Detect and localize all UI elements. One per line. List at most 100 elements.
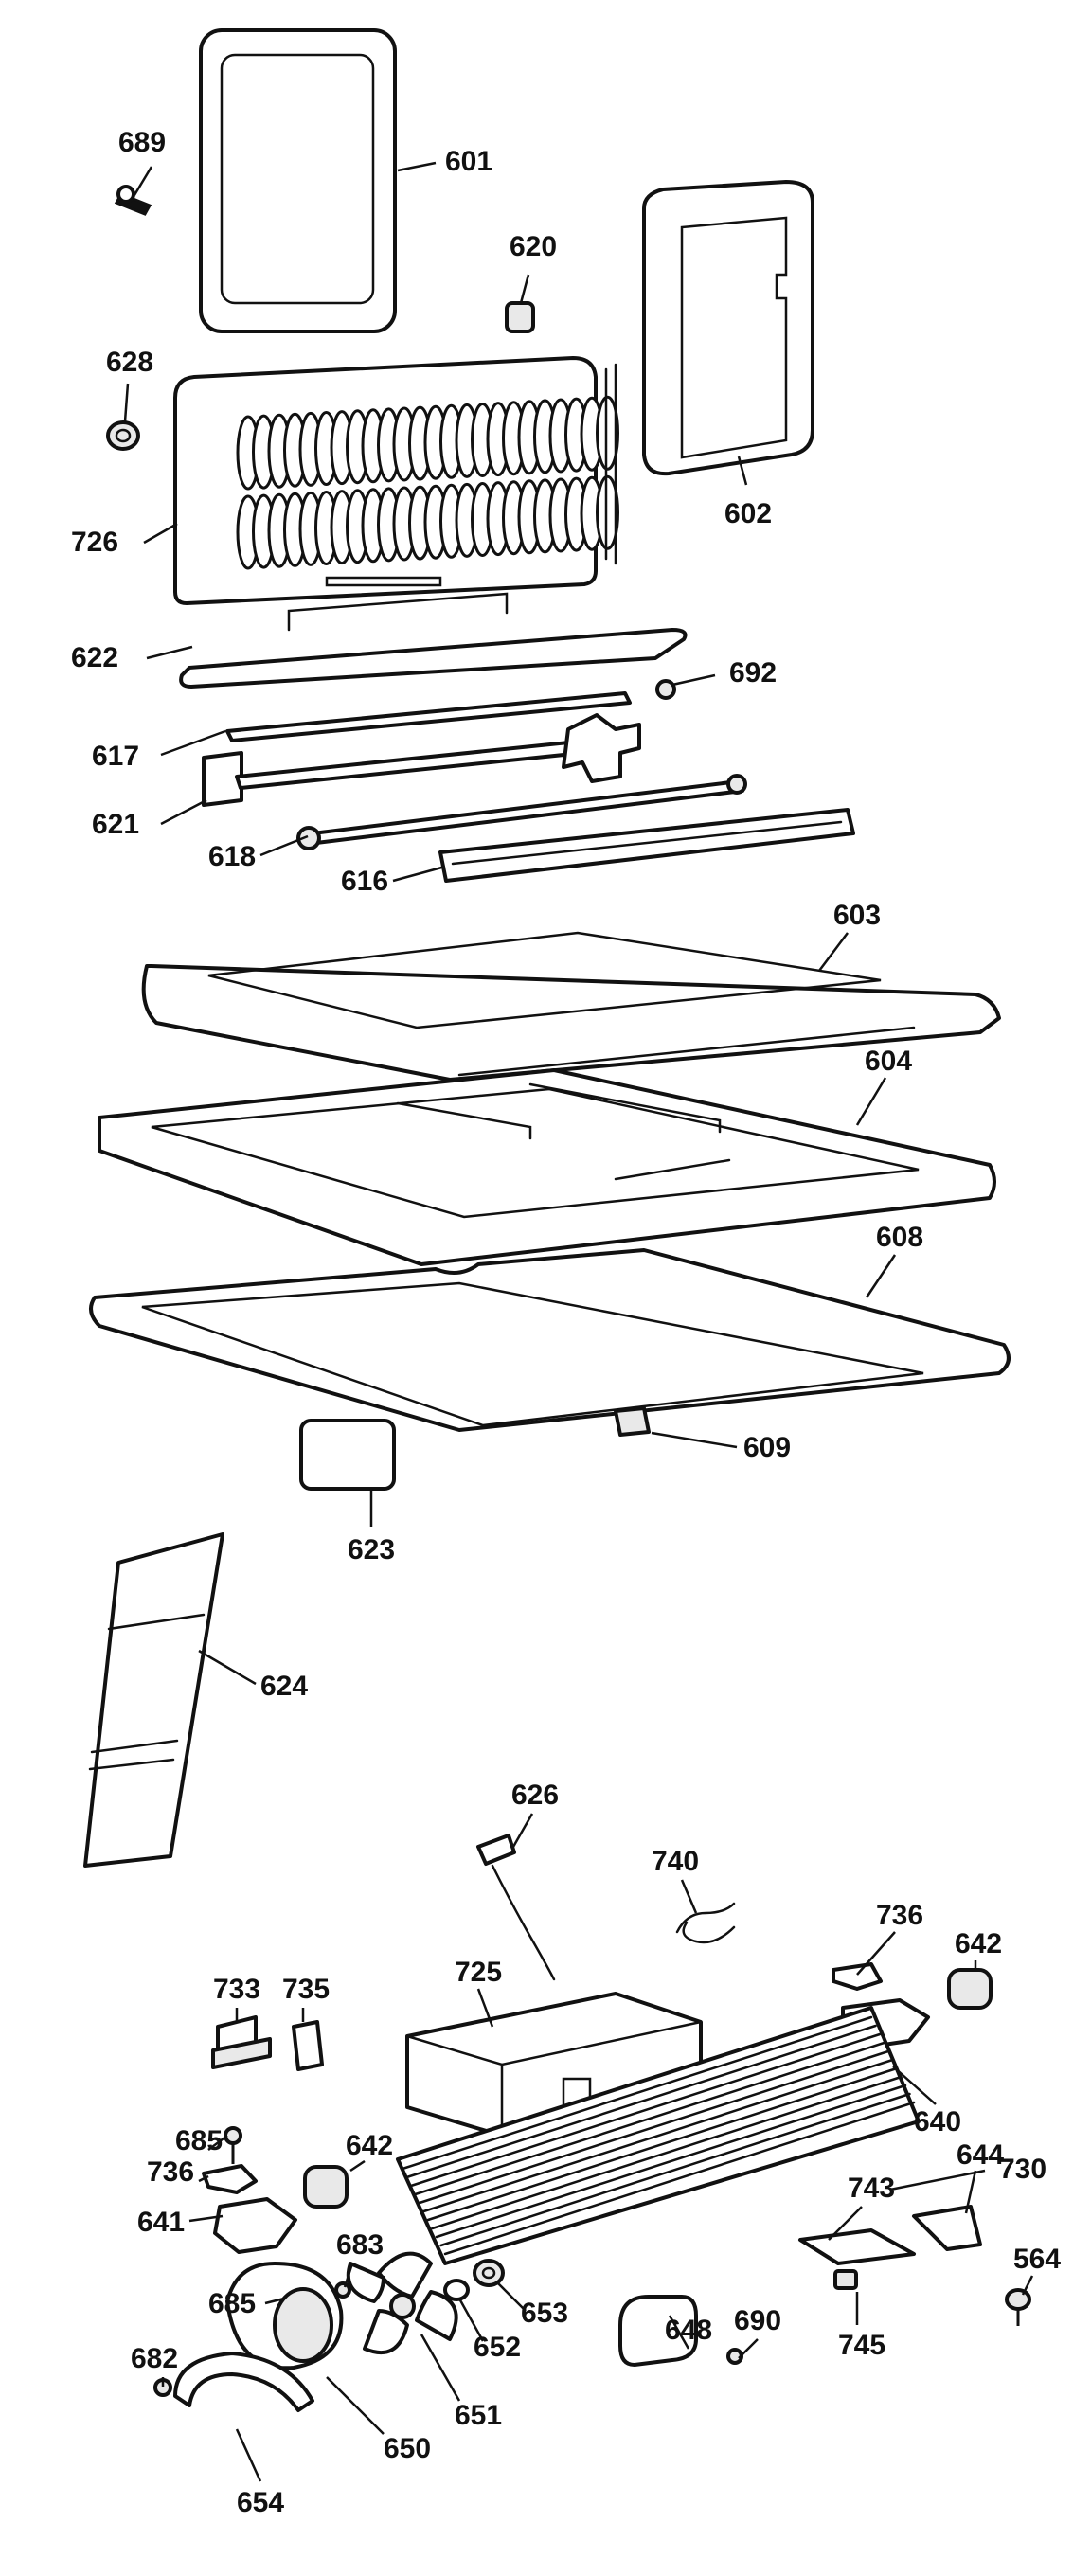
callout-733: 733: [213, 1974, 260, 2005]
part-622-tray: [179, 592, 688, 689]
part-618-rod: [296, 774, 747, 850]
callout-564: 564: [1013, 2244, 1061, 2275]
part-736-clip-top: [832, 1962, 883, 1991]
callout-622: 622: [71, 642, 118, 673]
part-745-block: [833, 2269, 858, 2290]
part-685-screw-upper: [224, 2126, 242, 2164]
callout-685-lower: 685: [208, 2288, 256, 2319]
callout-740: 740: [652, 1846, 699, 1877]
callout-653: 653: [521, 2298, 568, 2329]
callout-641: 641: [137, 2207, 185, 2238]
callout-602: 602: [724, 498, 772, 529]
callout-labels: 689 601 620 602 628 726 622 692 617 621 …: [71, 127, 1061, 2518]
callout-642-lower: 642: [346, 2130, 393, 2161]
part-683-screw: [334, 2281, 351, 2299]
callout-692: 692: [729, 657, 777, 689]
callout-648: 648: [665, 2315, 712, 2346]
callout-603: 603: [833, 900, 881, 931]
callout-690: 690: [734, 2305, 781, 2336]
callout-640: 640: [914, 2106, 961, 2138]
condenser-tube: [418, 2049, 890, 2205]
callout-624: 624: [260, 1671, 308, 1702]
part-726-evaporator: [173, 356, 619, 605]
part-736-clip-lower: [202, 2164, 258, 2194]
callout-735: 735: [282, 1974, 330, 2005]
callout-689: 689: [118, 127, 166, 158]
part-624-panel: [83, 1532, 224, 1868]
condenser-tube: [439, 2092, 911, 2247]
part-609-clip: [614, 1406, 651, 1437]
callout-650: 650: [384, 2433, 431, 2464]
part-730-condenser: [396, 2006, 921, 2265]
part-652-washer: [443, 2279, 470, 2301]
part-644-bracket: [912, 2205, 982, 2251]
part-692-screw: [655, 679, 676, 700]
part-626-cord: [476, 1834, 556, 1981]
callout-620: 620: [510, 231, 557, 262]
callout-685-upper: 685: [175, 2125, 223, 2156]
callout-628: 628: [106, 347, 153, 378]
callout-682: 682: [131, 2343, 178, 2374]
condenser-tube: [435, 2084, 907, 2239]
callout-726: 726: [71, 527, 118, 558]
part-602-cover: [642, 180, 814, 476]
callout-623: 623: [348, 1534, 395, 1565]
callout-618: 618: [208, 841, 256, 872]
condenser-tube: [414, 2041, 885, 2196]
part-653-nut: [473, 2259, 505, 2287]
condenser-tube: [409, 2032, 882, 2188]
callout-617: 617: [92, 741, 139, 772]
callout-652: 652: [474, 2332, 521, 2363]
part-623-block: [299, 1419, 396, 1491]
callout-651: 651: [455, 2400, 502, 2431]
callout-683: 683: [336, 2229, 384, 2261]
part-616-rail: [438, 808, 855, 883]
part-621-bracket: [202, 713, 641, 807]
part-564-screw: [1005, 2288, 1031, 2326]
callout-601: 601: [445, 146, 492, 177]
part-654-shroud: [173, 2352, 314, 2412]
callout-609: 609: [743, 1432, 791, 1463]
callout-743: 743: [848, 2173, 895, 2204]
part-689-screw: [114, 185, 152, 216]
callout-745: 745: [838, 2330, 885, 2361]
condenser-tube: [401, 2015, 873, 2171]
part-650-motor: [225, 2262, 344, 2370]
condenser-tube: [426, 2066, 899, 2222]
part-604-shelf: [98, 1068, 996, 1266]
part-648-mount: [618, 2295, 698, 2367]
part-617-bar: [225, 691, 632, 742]
leader-lines: [123, 161, 1034, 2482]
part-642-cap-top: [947, 1968, 993, 2010]
callout-626: 626: [511, 1780, 559, 1811]
part-651-fan-blade: [346, 2251, 458, 2354]
part-608-pan: [89, 1248, 1011, 1432]
callout-608: 608: [876, 1222, 923, 1253]
callout-736-top: 736: [876, 1900, 923, 1931]
part-628-grommet: [106, 420, 140, 451]
part-620-clip: [505, 301, 535, 333]
callout-736-lower: 736: [147, 2156, 194, 2188]
part-735-overload: [292, 2020, 324, 2071]
condenser-tube: [405, 2024, 877, 2179]
coil-loop: [596, 474, 619, 550]
coil-loop: [596, 395, 619, 471]
condenser-tube: [431, 2075, 903, 2230]
part-743-plate: [798, 2228, 916, 2265]
condenser-tube: [422, 2058, 894, 2213]
callout-725: 725: [455, 1957, 502, 1988]
callout-654: 654: [237, 2487, 284, 2518]
callout-616: 616: [341, 866, 388, 897]
callout-730: 730: [999, 2154, 1046, 2185]
part-733-relay: [211, 2015, 272, 2069]
callout-644: 644: [957, 2139, 1004, 2171]
part-601-panel: [199, 28, 397, 333]
callout-604: 604: [865, 1046, 912, 1077]
part-642-cap-lower: [303, 2165, 349, 2209]
condenser-tube: [443, 2101, 916, 2256]
callout-642-top: 642: [955, 1928, 1002, 1959]
part-740-spring: [675, 1902, 736, 1944]
callout-621: 621: [92, 809, 139, 840]
